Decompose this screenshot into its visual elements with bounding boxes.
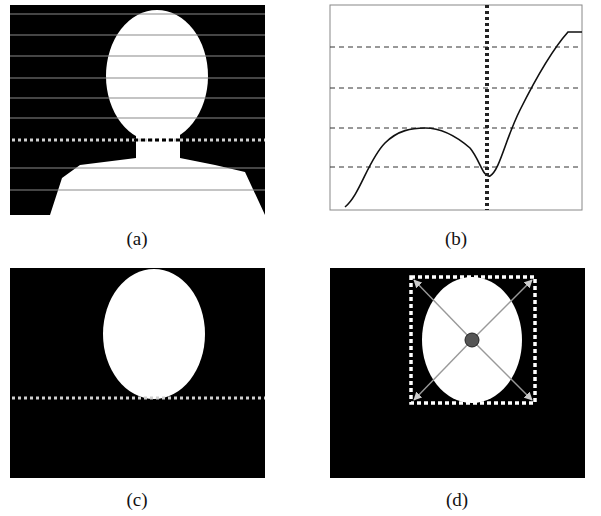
panel-a [10,5,265,215]
panel-label: (b) [426,229,486,250]
panel-label: (c) [107,490,167,511]
panel-b [330,5,582,210]
panel-c [10,268,265,478]
panel-d [330,268,585,478]
panel-label: (d) [427,490,487,511]
panel-label: (a) [107,229,167,250]
